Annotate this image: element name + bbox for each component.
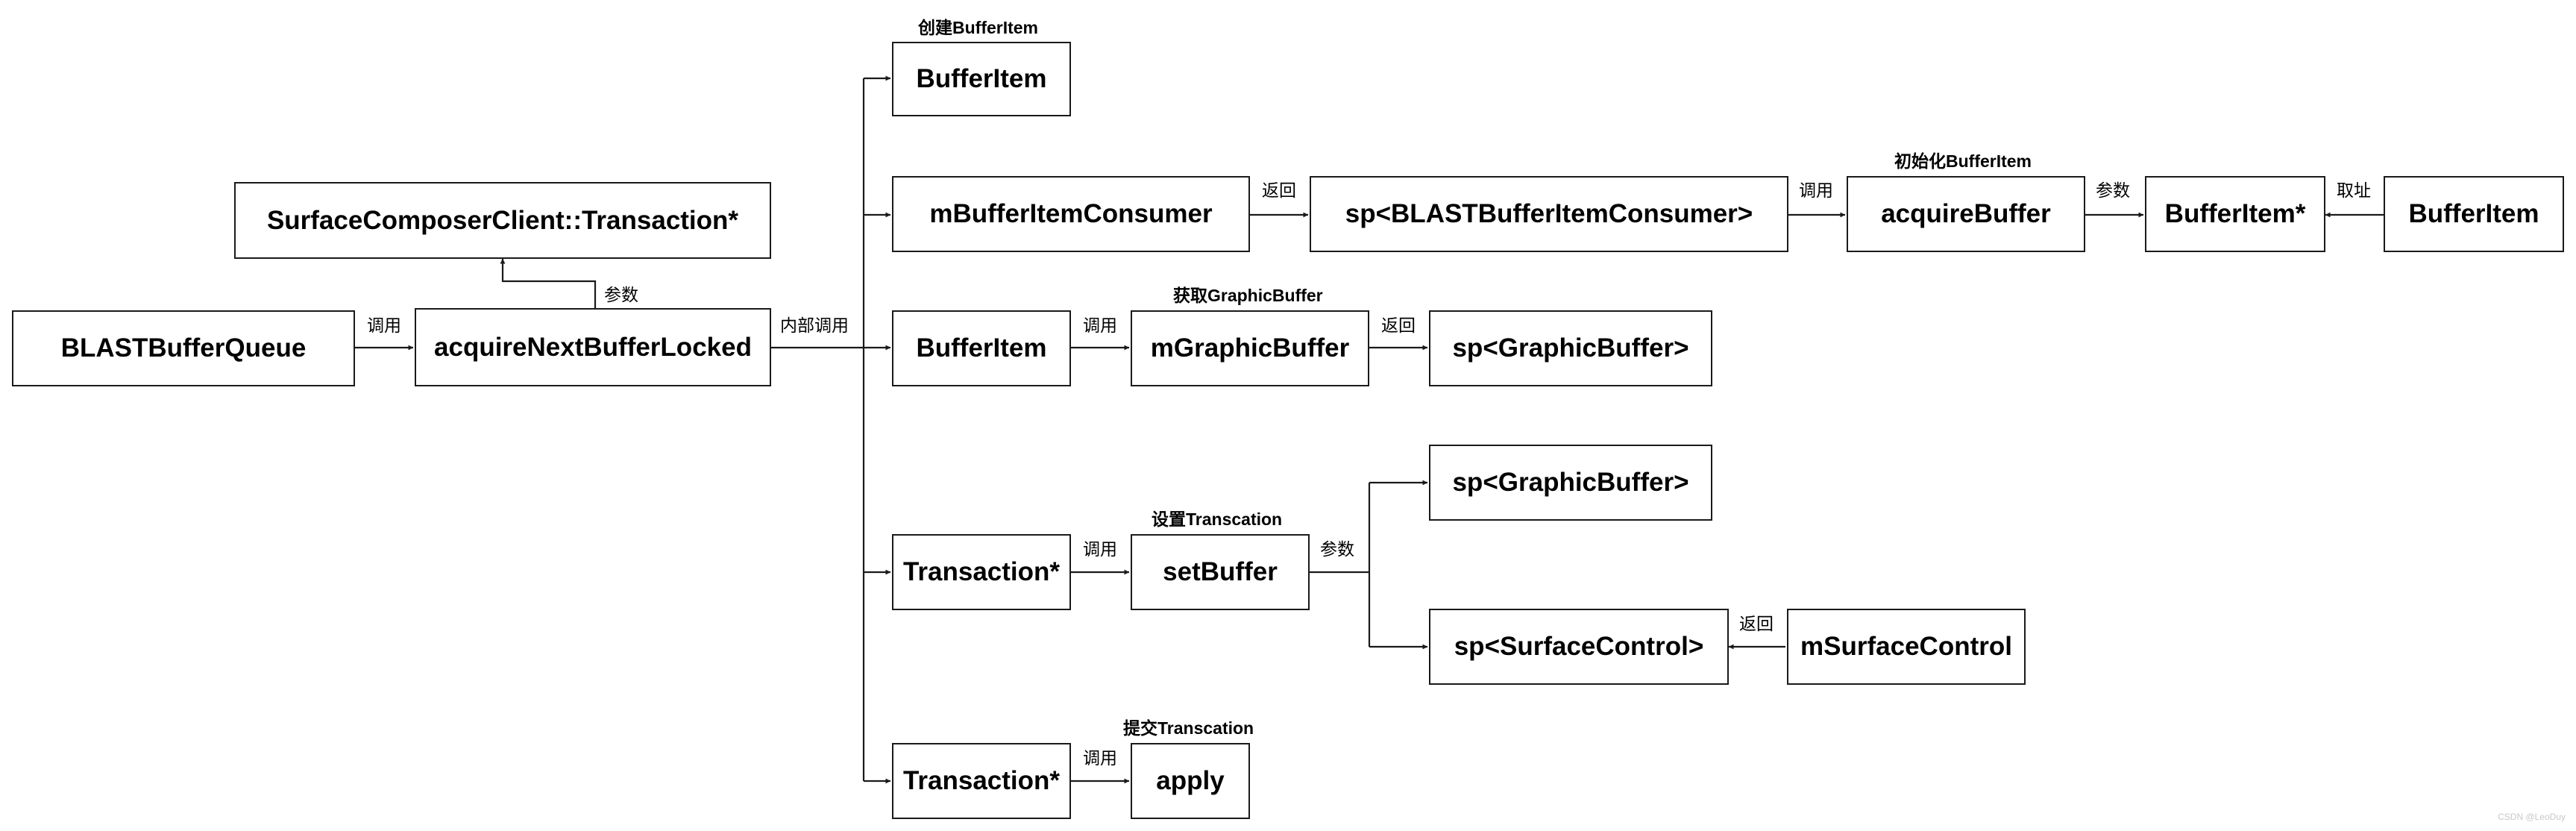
call-label-2: 调用 — [1799, 181, 1833, 200]
buffer-item-right-node[interactable]: BufferItem — [2384, 176, 2564, 252]
return-label-3: 返回 — [1739, 614, 1774, 633]
sp-surface-control-node[interactable]: sp<SurfaceControl> — [1429, 609, 1729, 685]
return-label-2: 返回 — [1381, 316, 1416, 335]
return-label-1: 返回 — [1262, 181, 1296, 200]
blast-buffer-queue-node[interactable]: BLASTBufferQueue — [12, 310, 355, 386]
apply-node[interactable]: apply — [1131, 743, 1250, 819]
commit-transaction-caption: 提交Transcation — [1123, 718, 1254, 738]
call-label-4: 调用 — [1083, 539, 1117, 559]
transaction-pointer-node-2[interactable]: Transaction* — [892, 743, 1071, 819]
call-label-3: 调用 — [1083, 316, 1117, 335]
buffer-item-create-node[interactable]: BufferItem — [892, 42, 1071, 116]
transaction-pointer-node-1[interactable]: Transaction* — [892, 534, 1071, 610]
param-label-set: 参数 — [1320, 539, 1354, 559]
set-buffer-node[interactable]: setBuffer — [1131, 534, 1310, 610]
param-label-right: 参数 — [2096, 181, 2130, 200]
watermark: CSDN @LeoDuy — [2498, 812, 2566, 822]
buffer-item-pointer-node[interactable]: BufferItem* — [2145, 176, 2325, 252]
acquire-next-buffer-locked-node[interactable]: acquireNextBufferLocked — [415, 308, 771, 386]
sp-graphic-buffer-node-1[interactable]: sp<GraphicBuffer> — [1429, 310, 1712, 386]
init-buffer-item-caption: 初始化BufferItem — [1894, 151, 2032, 171]
m-graphic-buffer-node[interactable]: mGraphicBuffer — [1131, 310, 1369, 386]
m-surface-control-node[interactable]: mSurfaceControl — [1787, 609, 2026, 685]
edge-param-top — [500, 258, 597, 308]
set-transaction-caption: 设置Transcation — [1152, 509, 1283, 529]
m-buffer-item-consumer-node[interactable]: mBufferItemConsumer — [892, 176, 1250, 252]
buffer-item-mid-node[interactable]: BufferItem — [892, 310, 1071, 386]
sp-graphic-buffer-node-2[interactable]: sp<GraphicBuffer> — [1429, 445, 1712, 521]
param-label-top: 参数 — [604, 285, 638, 304]
internal-call-label: 内部调用 — [780, 316, 849, 335]
acquire-buffer-node[interactable]: acquireBuffer — [1847, 176, 2085, 252]
create-buffer-item-caption: 创建BufferItem — [918, 18, 1039, 37]
sp-blast-buffer-item-consumer-node[interactable]: sp<BLASTBufferItemConsumer> — [1310, 176, 1788, 252]
call-label-5: 调用 — [1083, 748, 1117, 768]
surface-composer-transaction-node[interactable]: SurfaceComposerClient::Transaction* — [234, 182, 771, 259]
call-label: 调用 — [367, 316, 401, 335]
take-address-label: 取址 — [2337, 181, 2371, 200]
get-graphic-buffer-caption: 获取GraphicBuffer — [1173, 286, 1323, 305]
